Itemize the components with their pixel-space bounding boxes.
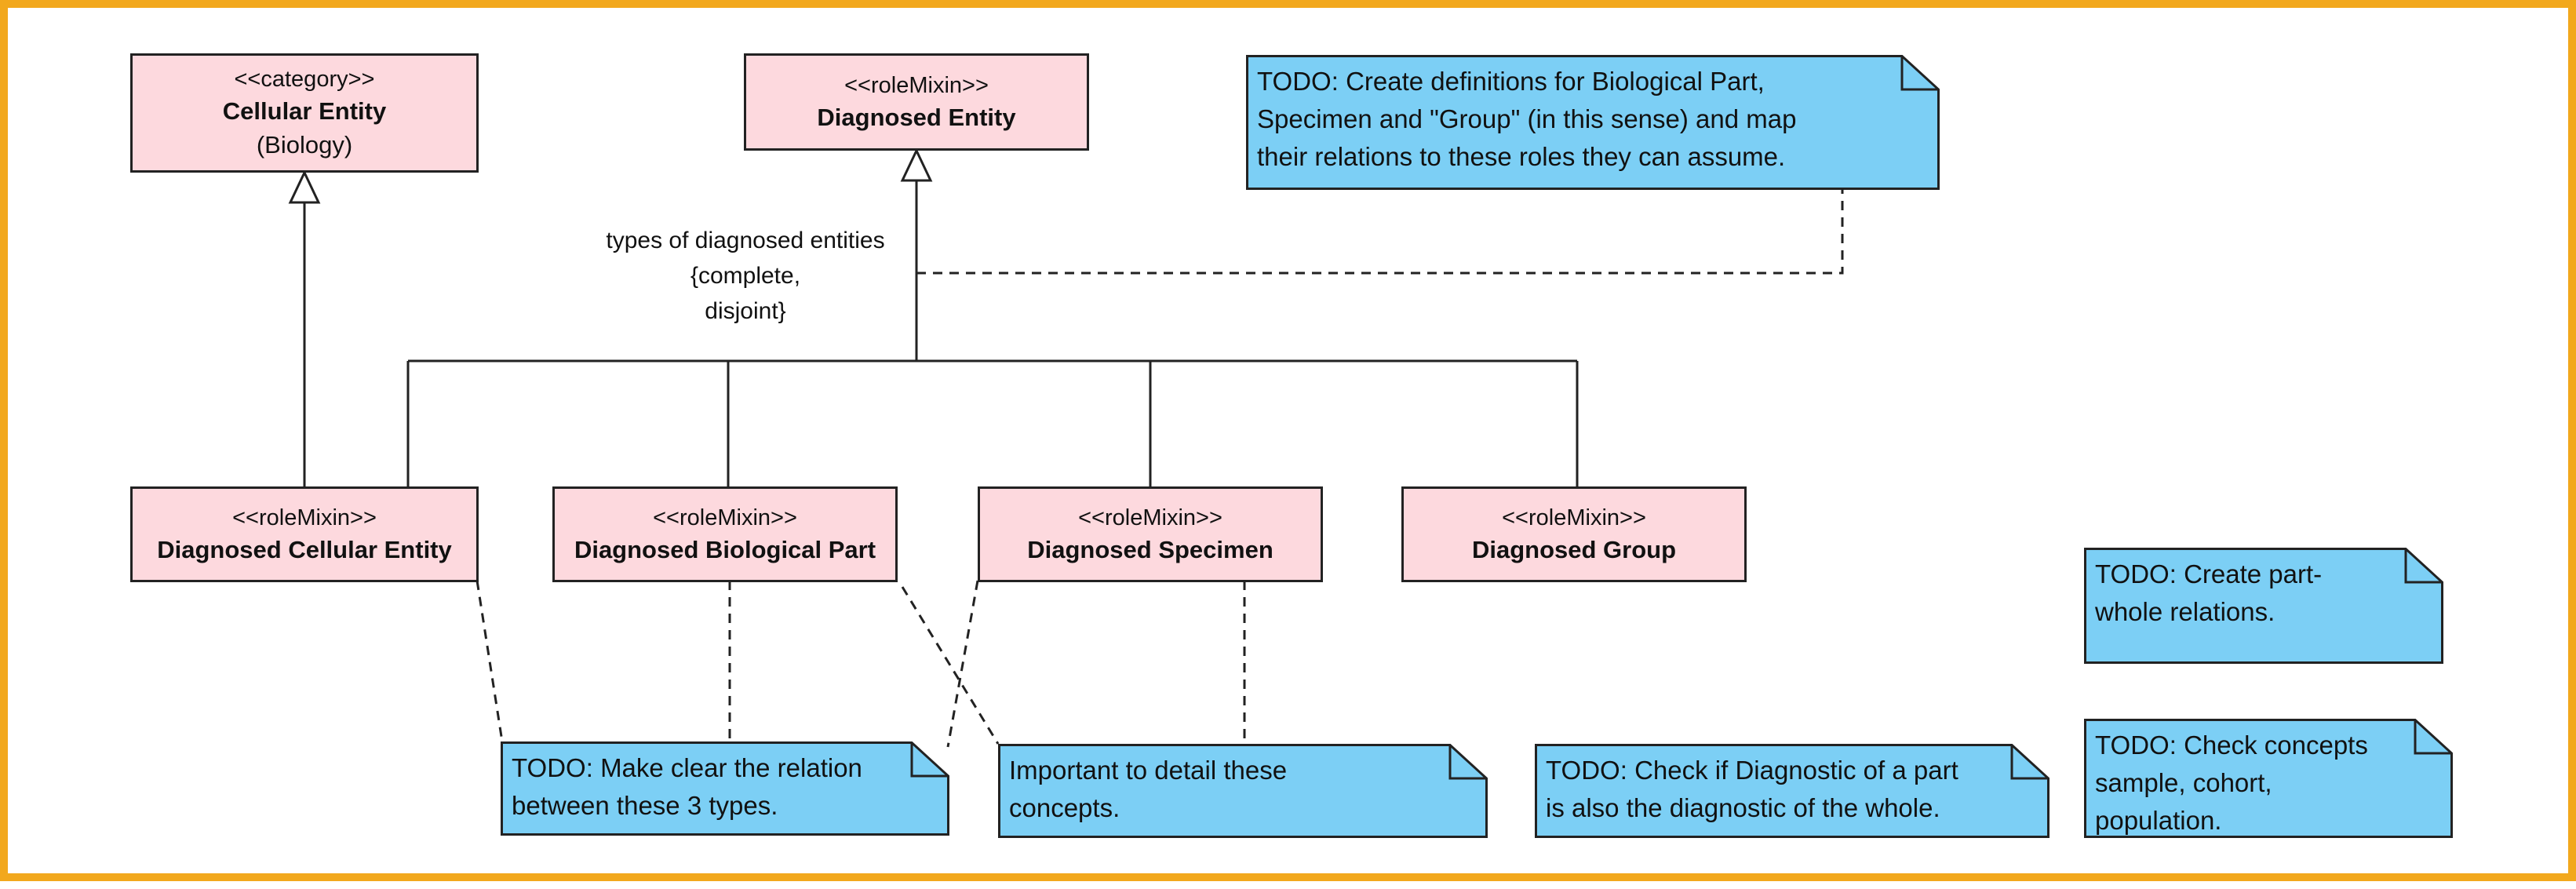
note-shape	[2084, 548, 2443, 664]
stereotype-label: <<roleMixin>>	[844, 72, 989, 98]
note-text: TODO: Create definitions for Biological …	[1257, 67, 1797, 171]
class-diagnosed-cellular-entity[interactable]: <<roleMixin>> Diagnosed Cellular Entity	[130, 486, 479, 582]
note-text: TODO: Make clear the relation between th…	[512, 753, 862, 820]
note-shape	[501, 741, 949, 836]
note-text: TODO: Create part- whole relations.	[2095, 559, 2323, 626]
class-name: Cellular Entity	[222, 97, 387, 126]
generalization-set-label: types of diagnosed entities {complete, d…	[606, 228, 885, 324]
class-diagnosed-group[interactable]: <<roleMixin>> Diagnosed Group	[1401, 486, 1747, 582]
note-check-concepts[interactable]: TODO: Check concepts sample, cohort, pop…	[2084, 719, 2453, 838]
stereotype-label: <<roleMixin>>	[232, 505, 377, 530]
connector-layer	[288, 148, 1844, 748]
note-diagnostic-part[interactable]: TODO: Check if Diagnostic of a part is a…	[1535, 744, 2050, 838]
class-cellular-entity[interactable]: <<category>> Cellular Entity (Biology)	[130, 53, 479, 173]
class-name: Diagnosed Group	[1471, 535, 1677, 563]
note-relation-types[interactable]: TODO: Make clear the relation between th…	[501, 741, 949, 836]
class-diagnosed-biological-part[interactable]: <<roleMixin>> Diagnosed Biological Part	[552, 486, 898, 582]
note-text: Important to detail these concepts.	[1009, 756, 1288, 822]
class-name: Diagnosed Entity	[817, 103, 1016, 131]
note-definitions[interactable]: TODO: Create definitions for Biological …	[1246, 55, 1940, 190]
note-part-whole[interactable]: TODO: Create part- whole relations.	[2084, 548, 2443, 664]
note-shape	[1246, 55, 1940, 190]
class-name: Diagnosed Specimen	[1027, 535, 1273, 563]
class-diagnosed-entity[interactable]: <<roleMixin>> Diagnosed Entity	[744, 53, 1089, 151]
stereotype-label: <<roleMixin>>	[1078, 505, 1222, 530]
stereotype-label: <<category>>	[234, 67, 375, 93]
note-anchor-part-2	[901, 586, 1000, 745]
stereotype-label: <<roleMixin>>	[1502, 505, 1646, 530]
generalization-arrow-cellular	[288, 169, 321, 204]
note-text: TODO: Check concepts sample, cohort, pop…	[2095, 731, 2368, 835]
note-shape	[998, 744, 1488, 838]
class-subtitle: (Biology)	[256, 131, 353, 158]
note-shape	[2084, 719, 2453, 838]
note-shape	[1535, 744, 2050, 838]
stereotype-label: <<roleMixin>>	[653, 505, 797, 530]
class-name: Diagnosed Biological Part	[574, 535, 876, 563]
note-anchor-cellular	[475, 580, 504, 742]
note-anchor-specimen-1	[946, 580, 979, 748]
generalization-arrow-main	[900, 148, 933, 182]
note-text: TODO: Check if Diagnostic of a part is a…	[1546, 756, 1958, 822]
note-detail-concepts[interactable]: Important to detail these concepts.	[998, 744, 1488, 838]
class-name: Diagnosed Cellular Entity	[157, 535, 452, 563]
class-diagnosed-specimen[interactable]: <<roleMixin>> Diagnosed Specimen	[978, 486, 1323, 582]
note-anchor-definitions	[916, 190, 1844, 275]
